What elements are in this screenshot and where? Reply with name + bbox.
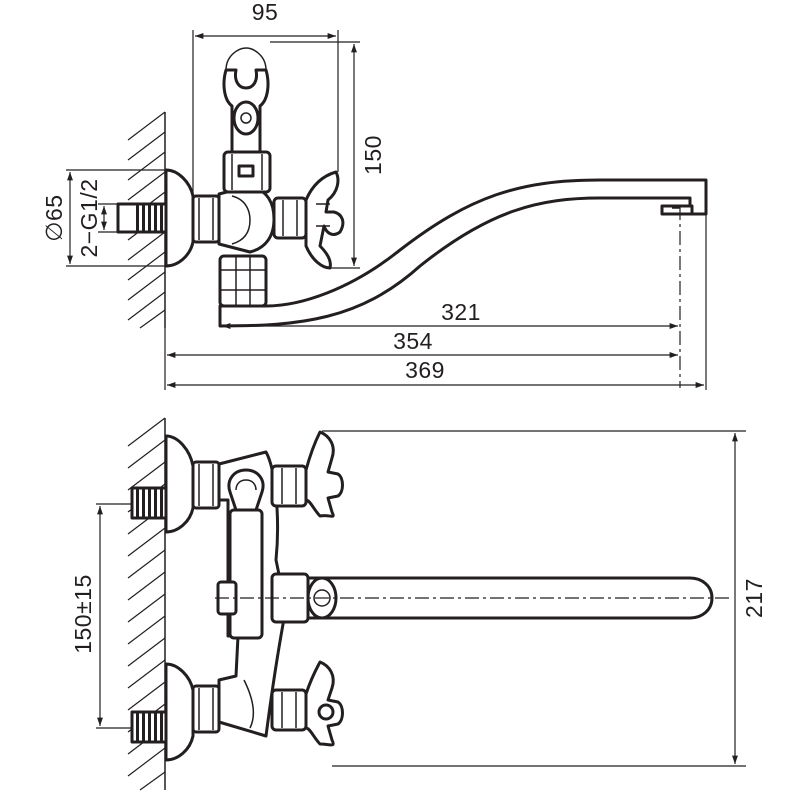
dim-label-217: 217 <box>741 578 767 618</box>
dimension-95: 95 <box>192 0 339 194</box>
handle-lower-plan <box>270 660 344 747</box>
dimension-354: 354 <box>164 328 678 390</box>
handle-upper-plan <box>270 430 344 518</box>
dimension-217: 217 <box>322 430 767 767</box>
dimension-369: 369 <box>167 214 707 390</box>
shower-holder-plan <box>227 468 265 640</box>
dim-label-321: 321 <box>441 299 481 325</box>
dim-label-369: 369 <box>405 357 445 383</box>
aerator-side <box>660 204 694 216</box>
dim-label-95: 95 <box>252 0 279 25</box>
diverter-window-top <box>237 164 255 178</box>
side-elevation-view: 95 150 ∅65 2−G1/2 321 <box>41 0 708 390</box>
dimension-inlet-spacing: 150±15 <box>70 503 132 729</box>
dim-label-thread: 2−G1/2 <box>76 178 102 257</box>
swing-spout-plan <box>215 572 730 624</box>
dim-label-150: 150 <box>360 135 386 175</box>
spout-union-top <box>218 254 268 308</box>
dimension-150: 150 <box>270 41 386 269</box>
inlet-upper <box>130 434 221 534</box>
dimension-thread: 2−G1/2 <box>76 178 118 258</box>
wall-flange-top <box>164 168 195 268</box>
cross-handle-top <box>304 170 345 270</box>
dim-label-flange-diameter: ∅65 <box>41 194 67 241</box>
plan-view: 150±15 217 <box>70 417 767 791</box>
valve-body-top <box>217 184 276 254</box>
dim-label-inlet-spacing: 150±15 <box>70 574 96 654</box>
dimension-flange-diameter: ∅65 <box>41 169 170 267</box>
inlet-thread-top <box>116 202 168 234</box>
dimension-321: 321 <box>222 206 681 388</box>
handle-bonnet-top <box>272 196 308 240</box>
inlet-lower <box>130 662 221 762</box>
eccentric-nut-top <box>191 194 221 244</box>
dim-label-354: 354 <box>393 328 433 354</box>
